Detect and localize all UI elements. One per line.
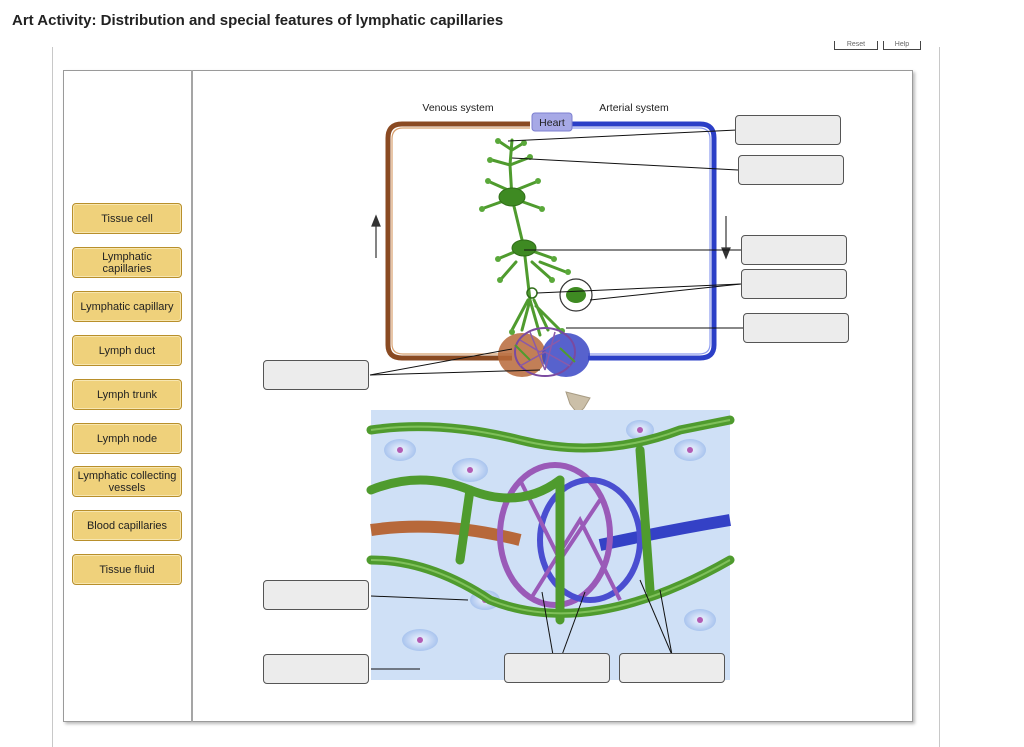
arteriole: [598, 514, 731, 551]
label-tile-tissue-fluid[interactable]: Tissue fluid: [72, 554, 182, 585]
label-tile-lymph-trunk[interactable]: Lymph trunk: [72, 379, 182, 410]
drop-target-1[interactable]: [735, 115, 841, 145]
label-text: Lymphatic collecting vessels: [77, 469, 177, 494]
drop-target-4[interactable]: [741, 269, 847, 299]
page-title: Art Activity: Distribution and special f…: [12, 12, 504, 29]
label-tile-lymph-node[interactable]: Lymph node: [72, 423, 182, 454]
venous-loop: [385, 121, 530, 361]
lymph-node: [498, 187, 537, 257]
label-tile-lymphatic-capillaries[interactable]: Lymphatic capillaries: [72, 247, 182, 278]
drop-target-6[interactable]: [263, 360, 369, 390]
label-tile-blood-capillaries[interactable]: Blood capillaries: [72, 510, 182, 541]
label-text: Lymphatic capillaries: [102, 250, 152, 275]
drop-target-2[interactable]: [738, 155, 844, 185]
lymphatic-tree: [482, 138, 568, 337]
heart-label: Heart: [539, 117, 565, 129]
leader-lines: [369, 129, 743, 670]
drop-target-8[interactable]: [263, 654, 369, 684]
flow-arrow-up: [371, 214, 381, 258]
reset-button[interactable]: Reset: [834, 41, 878, 50]
drop-target-9[interactable]: [504, 653, 610, 683]
arterial-system-label: Arterial system: [599, 102, 669, 114]
panel-divider: [191, 70, 193, 722]
tissue-closeup: [366, 410, 735, 680]
arterial-loop: [568, 121, 717, 361]
capillary-bed: [498, 327, 590, 377]
heart-badge: [531, 112, 573, 132]
label-tile-lymphatic-collecting-vessels[interactable]: Lymphatic collecting vessels: [72, 466, 182, 497]
activity-frame: [52, 47, 940, 747]
drop-target-3[interactable]: [741, 235, 847, 265]
label-tile-lymphatic-capillary[interactable]: Lymphatic capillary: [72, 291, 182, 322]
drop-target-7[interactable]: [263, 580, 369, 610]
venous-system-label: Venous system: [422, 102, 493, 114]
help-button[interactable]: Help: [883, 41, 921, 50]
flow-arrow-down: [721, 216, 731, 260]
label-tile-lymph-duct[interactable]: Lymph duct: [72, 335, 182, 366]
label-tile-tissue-cell[interactable]: Tissue cell: [72, 203, 182, 234]
drop-target-5[interactable]: [743, 313, 849, 343]
drop-target-10[interactable]: [619, 653, 725, 683]
